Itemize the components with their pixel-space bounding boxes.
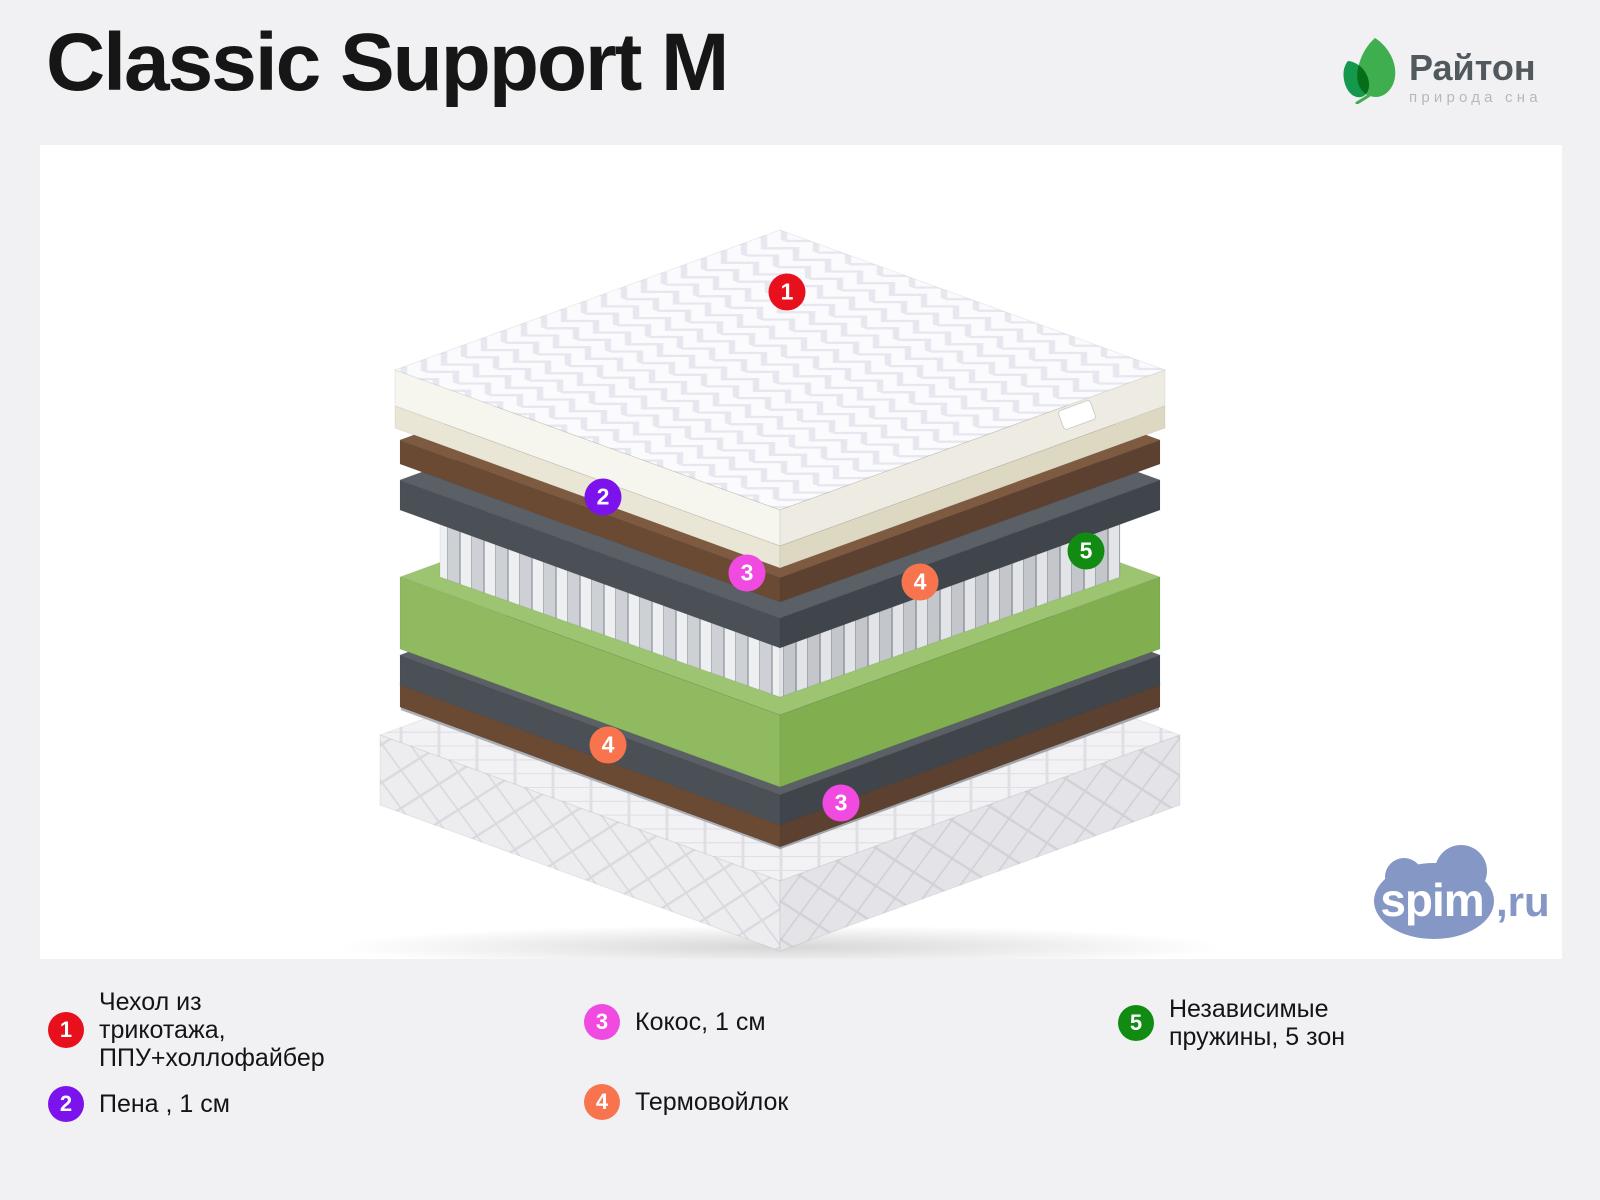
- legend-badge-1: 1: [48, 1012, 84, 1048]
- top-cover-layer: [393, 229, 1167, 569]
- layer-marker-1: 1: [768, 273, 806, 311]
- brand-name: Райтон: [1409, 47, 1536, 88]
- spim-cloud: [1374, 845, 1494, 939]
- layer-marker-5: 5: [1067, 532, 1105, 570]
- brand-logo: Райтон природа сна: [1341, 36, 1542, 106]
- legend-item-2: 2 Пена , 1 см: [48, 1086, 230, 1122]
- legend-badge-2: 2: [48, 1086, 84, 1122]
- brand-text: Райтон природа сна: [1409, 36, 1542, 107]
- legend-badge-3: 3: [584, 1004, 620, 1040]
- leaf-icon: [1343, 38, 1396, 104]
- legend-label-1: Чехол из трикотажа, ППУ+холлофайбер: [99, 988, 325, 1072]
- legend-label-4: Термовойлок: [635, 1088, 789, 1116]
- legend-label-3: Кокос, 1 см: [635, 1008, 766, 1036]
- product-image-panel: 1 2 3 4 5 4 3 spim ,ru: [40, 145, 1562, 959]
- legend-item-5: 5 Независимые пружины, 5 зон: [1118, 995, 1345, 1051]
- layer-marker-3: 3: [822, 784, 860, 822]
- care-label: [1057, 400, 1097, 430]
- legend-badge-4: 4: [584, 1084, 620, 1120]
- legend-item-3: 3 Кокос, 1 см: [584, 1004, 766, 1040]
- spim-word: spim: [1380, 874, 1483, 926]
- brand-tagline: природа сна: [1409, 89, 1542, 106]
- spim-suffix: ,ru: [1496, 878, 1550, 925]
- legend-label-5: Независимые пружины, 5 зон: [1169, 995, 1346, 1051]
- layer-marker-3: 3: [728, 554, 766, 592]
- spim-watermark: spim ,ru: [1374, 845, 1550, 939]
- legend-item-1: 1 Чехол из трикотажа, ППУ+холлофайбер: [48, 988, 325, 1072]
- mattress-exploded-illustration: [335, 229, 1225, 959]
- page-title: Classic Support M: [46, 17, 729, 108]
- legend-label-2: Пена , 1 см: [99, 1090, 230, 1118]
- layer-marker-2: 2: [584, 478, 622, 516]
- layer-marker-4: 4: [901, 563, 939, 601]
- legend-badge-5: 5: [1118, 1005, 1154, 1041]
- layer-marker-4: 4: [589, 726, 627, 764]
- legend-item-4: 4 Термовойлок: [584, 1084, 788, 1120]
